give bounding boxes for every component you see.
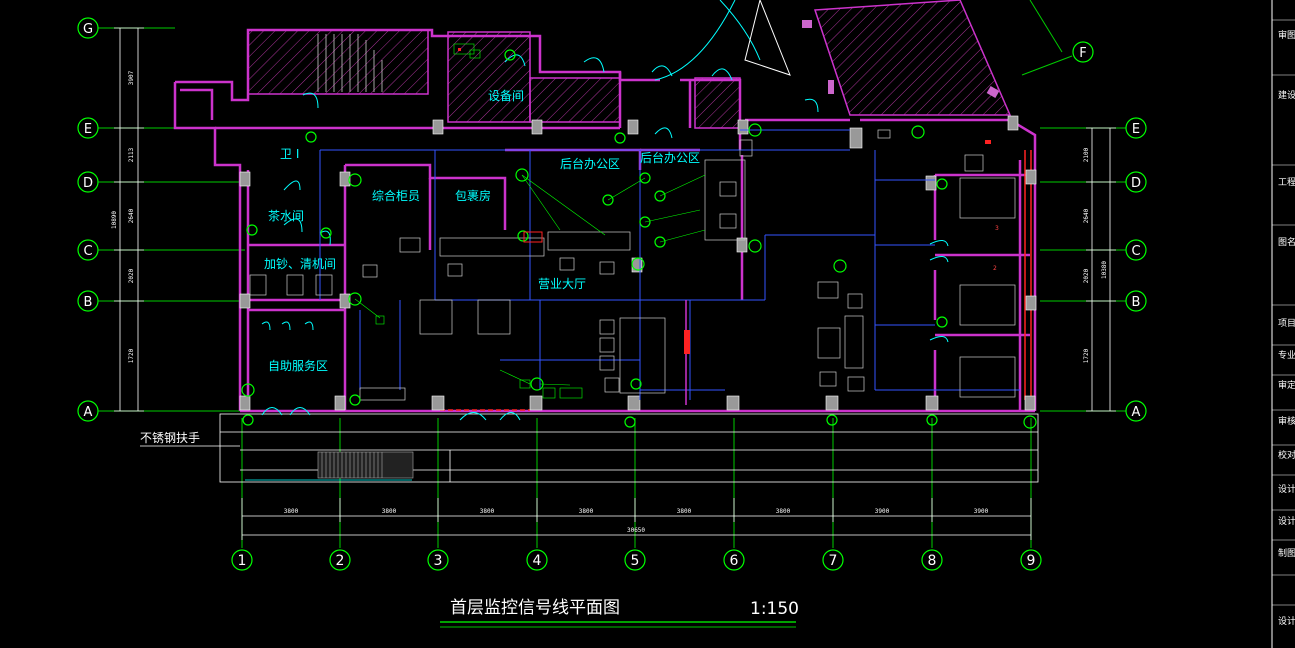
columns [239,115,1037,411]
doors [261,0,949,421]
tb-label-3: 图名 [1278,236,1295,248]
dim-right-4: 1720 [1083,348,1090,363]
tb-label-2: 工程 [1278,177,1295,188]
room-label-general-counter: 综合柜员 [372,188,420,203]
room-label-self-service: 自助服务区 [268,358,328,373]
tb-label-8: 校对 [1278,449,1295,461]
row-label-e-left: E [84,122,92,137]
row-label-a-right: A [1132,405,1141,420]
dim-bottom-4: 3800 [579,508,594,515]
tb-label-7: 审核 [1278,415,1295,427]
col-label-6: 6 [730,553,739,569]
entrance-canopy [219,413,1039,483]
dim-right-3: 2020 [1083,268,1090,283]
dim-right-1: 2100 [1083,147,1090,162]
dim-left-1: 3907 [128,70,135,85]
row-label-b-left: B [84,295,93,310]
col-label-4: 4 [533,553,542,569]
dim-right-2: 2640 [1083,208,1090,223]
dim-left-5: 1720 [128,348,135,363]
entrance-triangle [744,0,791,76]
row-label-b-right: B [1132,295,1141,310]
dim-bottom-1: 3800 [284,508,299,515]
col-label-9: 9 [1027,553,1036,569]
tb-label-5: 专业 [1278,349,1295,361]
drawing-title: 首层监控信号线平面图 [450,598,620,618]
dim-left-2: 2113 [128,147,135,162]
col-label-2: 2 [336,553,345,569]
device-links [354,174,706,386]
drawing-scale: 1:150 [750,599,799,619]
room-label-package: 包裹房 [455,188,491,203]
office-number-3: 3 [995,225,999,232]
row-label-d-left: D [83,176,93,191]
monitor-devices [241,49,1037,429]
room-label-equipment: 设备间 [488,89,524,103]
dim-left-4: 2020 [128,268,135,283]
row-label-e-right: E [1132,122,1140,137]
dim-bottom-8: 3900 [974,508,989,515]
ramp-hatch [317,451,414,479]
tb-label-12: 设计 [1278,615,1295,627]
row-label-c-left: C [83,244,92,259]
row-label-d-right: D [1131,176,1141,191]
tb-label-6: 审定 [1278,379,1295,391]
room-label-hall: 营业大厅 [538,277,586,291]
dim-left-3: 2640 [128,208,135,223]
tb-label-10: 设计 [1278,515,1295,527]
office-number-2: 2 [993,265,997,272]
column-bubbles [231,549,1042,571]
dim-bottom-6: 3800 [776,508,791,515]
tb-label-1: 建设 [1278,89,1295,101]
col-label-3: 3 [434,553,443,569]
dim-bottom-7: 3900 [875,508,890,515]
stair [317,34,383,92]
row-label-a-left: A [84,405,93,420]
dim-bottom-total: 30650 [627,527,645,534]
col-label-5: 5 [631,553,640,569]
room-label-back-office-2: 后台办公区 [640,150,700,165]
column-grid [241,418,1032,548]
signal-lines [319,129,1020,400]
red-markers [458,48,991,354]
col-label-8: 8 [928,553,937,569]
room-label-toilet: 卫 I [280,147,299,161]
dim-right-total: 10380 [1101,261,1108,279]
dim-left-total: 10890 [111,211,118,229]
dim-bottom-2: 3800 [382,508,397,515]
tb-label-4: 项目 [1278,318,1295,329]
furniture [249,129,1016,401]
tb-label-9: 设计 [1278,483,1295,495]
dim-bottom-5: 3800 [677,508,692,515]
dimension-ticks [114,27,1116,540]
row-label-g: G [83,22,93,37]
stainless-rail-label: 不锈钢扶手 [140,430,200,445]
room-label-back-office: 后台办公区 [560,156,620,171]
row-label-c-right: C [1131,244,1140,259]
room-label-tea: 茶水间 [268,208,304,223]
title-block: 审图 建设 工程 图名 项目 专业 审定 审核 校对 设计 设计 制图 设计 [1271,0,1295,648]
col-label-7: 7 [829,553,838,569]
room-label-cash-machine: 加钞、清机间 [264,256,336,271]
hatched-zones [247,0,1012,129]
col-label-1: 1 [238,553,247,569]
dim-bottom-3: 3800 [480,508,495,515]
walls [173,28,1037,413]
axis-label-f: F [1079,46,1086,61]
tb-label-0: 审图 [1278,29,1295,41]
tb-label-11: 制图 [1278,547,1295,559]
dimension-lines [119,28,1111,536]
